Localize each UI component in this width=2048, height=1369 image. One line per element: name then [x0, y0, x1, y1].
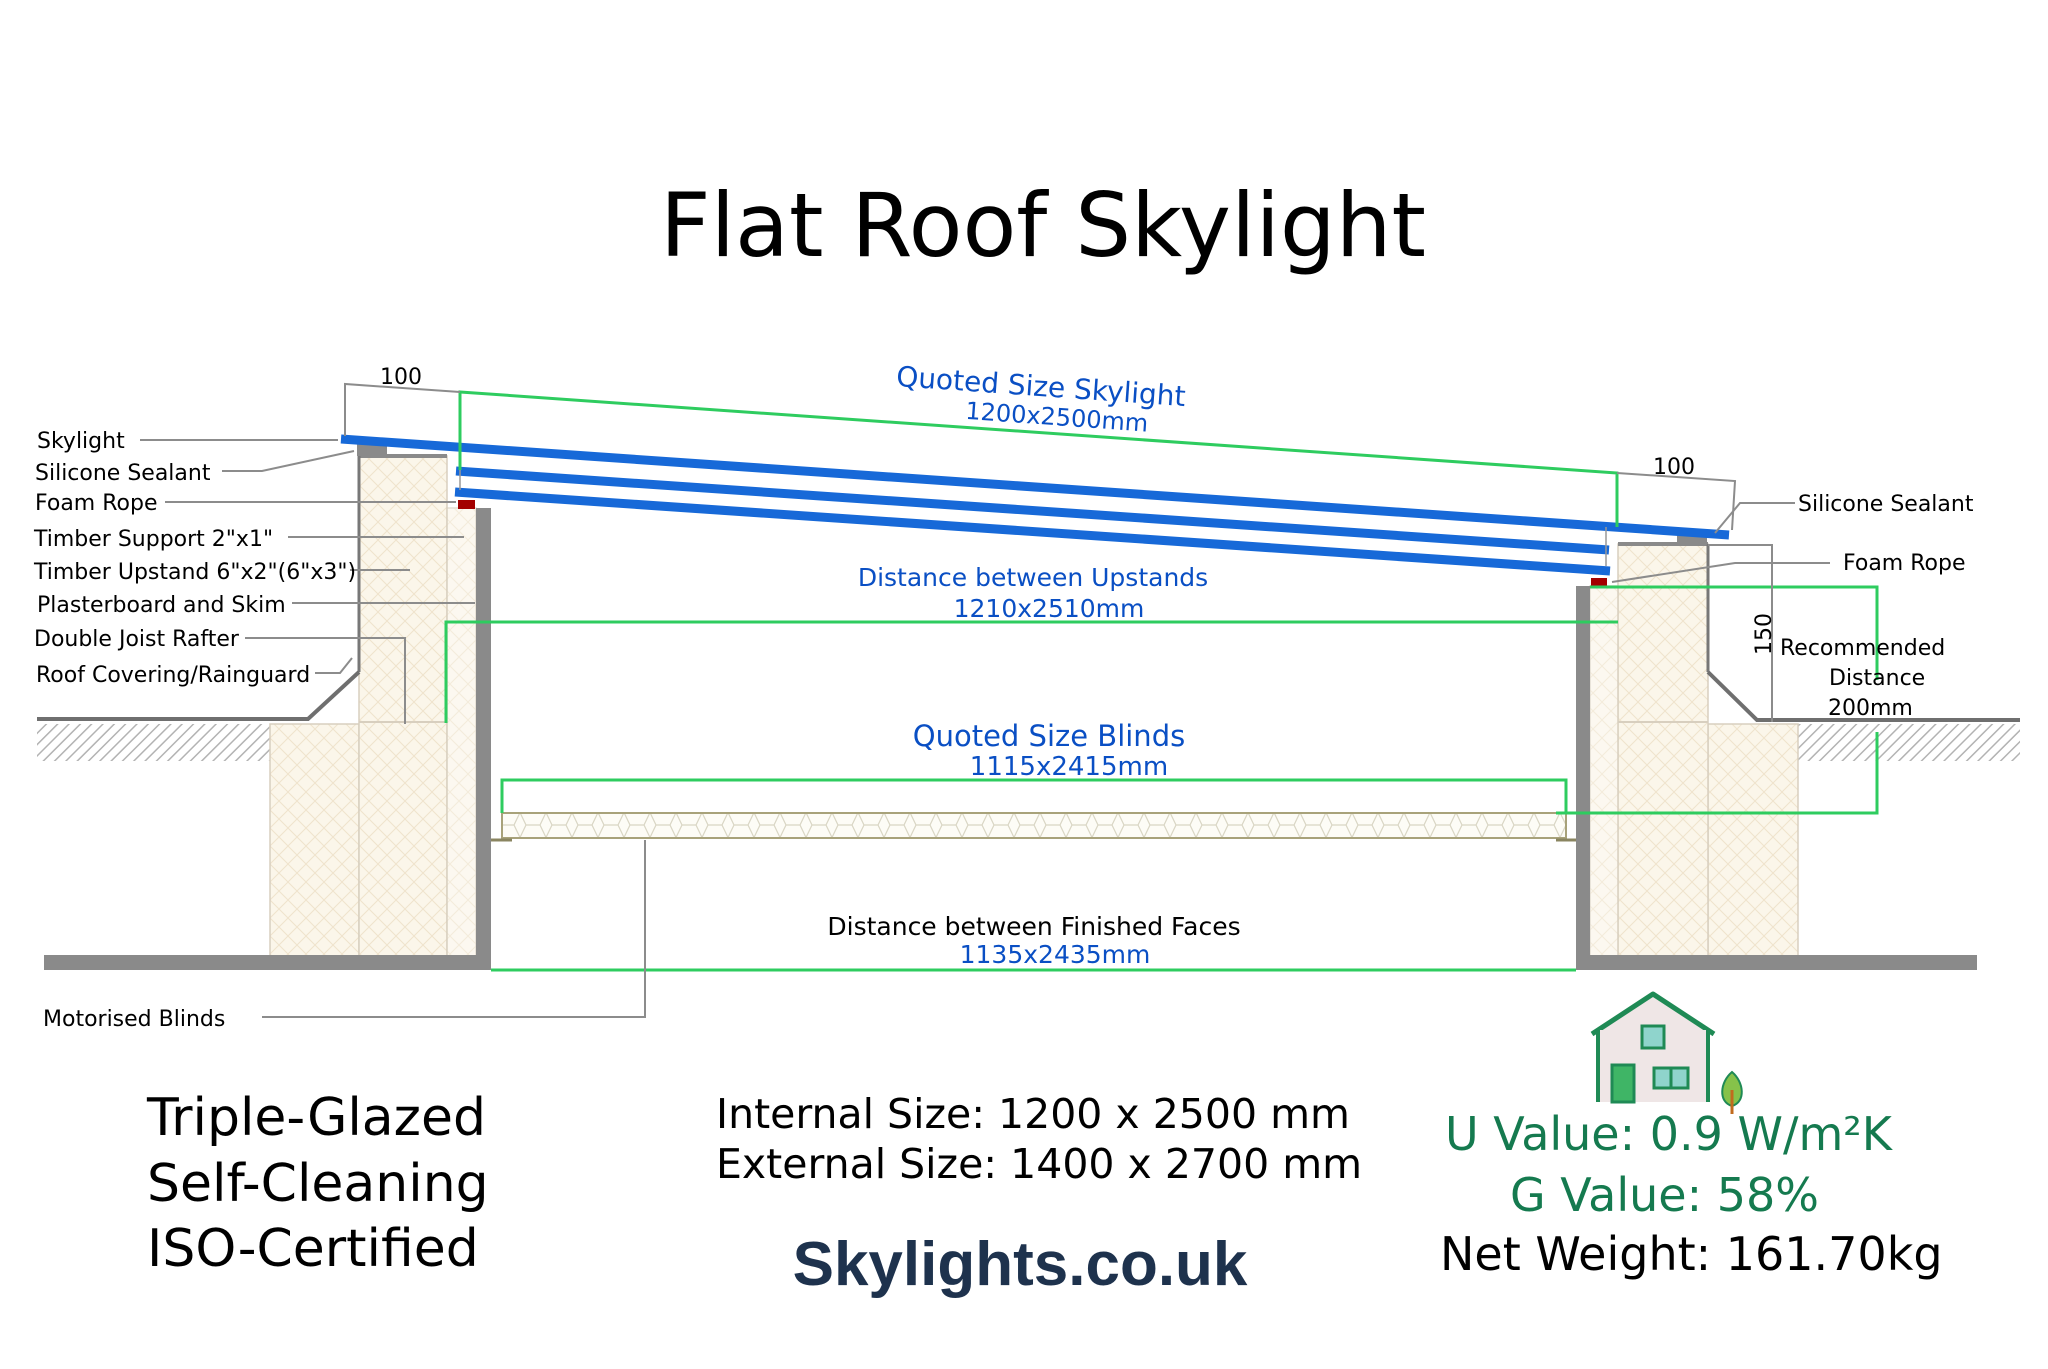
plasterboard-right	[1576, 586, 1590, 970]
label-silicone-sealant-right: Silicone Sealant	[1798, 492, 1974, 517]
dim-finished-faces-label: Distance between Finished Faces	[827, 912, 1240, 941]
label-recommended-3: 200mm	[1828, 696, 1913, 721]
internal-size: Internal Size: 1200 x 2500 mm	[716, 1090, 1350, 1138]
foam-rope-left	[458, 500, 475, 509]
dim-between-upstands-value: 1210x2510mm	[954, 594, 1145, 623]
dim-quoted-blinds-value: 1115x2415mm	[970, 752, 1168, 782]
page-title: Flat Roof Skylight	[660, 174, 1426, 277]
timber-support-right	[1589, 585, 1619, 957]
external-size: External Size: 1400 x 2700 mm	[716, 1140, 1362, 1188]
motorised-blind	[501, 812, 1567, 839]
label-silicone-sealant: Silicone Sealant	[35, 461, 211, 486]
timber-upstand-left	[358, 455, 448, 957]
roof-covering-right	[1706, 670, 2020, 722]
dim-recommended-distance	[1590, 585, 1879, 680]
label-recommended-1: Recommended	[1780, 636, 1945, 661]
dim-overhang-left-value: 100	[380, 365, 422, 390]
label-timber-upstand: Timber Upstand 6"x2"(6"x3")	[33, 560, 356, 585]
ceiling-slab-right	[1576, 955, 1977, 970]
g-value: G Value: 58%	[1510, 1168, 1819, 1222]
label-double-joist-rafter: Double Joist Rafter	[34, 627, 240, 652]
roof-covering-left	[37, 670, 361, 721]
label-recommended-2: Distance	[1829, 666, 1925, 691]
label-plasterboard: Plasterboard and Skim	[37, 593, 286, 618]
dim-quoted-blinds	[500, 778, 1568, 813]
brand-logo[interactable]: Skylights.co.uk	[793, 1230, 1248, 1299]
dim-quoted-skylight	[458, 390, 1619, 527]
dim-between-upstands-label: Distance between Upstands	[858, 563, 1208, 592]
left-labels: Skylight Silicone Sealant Foam Rope Timb…	[33, 429, 356, 1032]
dim-upstand-height-value: 150	[1752, 613, 1777, 655]
feature-iso-certified: ISO-Certified	[147, 1219, 479, 1279]
double-joist-rafter-right	[1707, 723, 1799, 957]
double-joist-rafter-left	[269, 723, 360, 957]
label-foam-rope: Foam Rope	[35, 491, 158, 516]
glass-pane-middle	[455, 466, 1610, 555]
net-weight: Net Weight: 161.70kg	[1440, 1227, 1943, 1281]
foam-rope-right	[1591, 578, 1607, 587]
dim-finished-faces-value: 1135x2435mm	[960, 940, 1151, 969]
silicone-sealant-left	[357, 444, 387, 456]
label-roof-covering: Roof Covering/Rainguard	[36, 663, 310, 688]
feature-triple-glazed: Triple-Glazed	[146, 1088, 486, 1148]
house-tree-icon	[1590, 991, 1743, 1114]
u-value: U Value: 0.9 W/m²K	[1445, 1107, 1894, 1161]
label-skylight: Skylight	[37, 429, 125, 454]
dim-quoted-blinds-label: Quoted Size Blinds	[913, 719, 1185, 753]
plasterboard-left	[476, 508, 491, 968]
glass-pane-inner	[454, 487, 1611, 576]
label-motorised-blinds: Motorised Blinds	[43, 1007, 225, 1032]
ceiling-slab-left	[44, 955, 491, 970]
dim-between-upstands	[444, 620, 1618, 723]
dim-overhang-right-value: 100	[1653, 455, 1695, 480]
timber-upstand-right	[1617, 543, 1709, 957]
label-foam-rope-right: Foam Rope	[1843, 551, 1966, 576]
silicone-sealant-right	[1677, 534, 1707, 545]
glass-pane-outer	[340, 434, 1730, 540]
feature-self-cleaning: Self-Cleaning	[147, 1154, 489, 1214]
label-timber-support: Timber Support 2"x1"	[33, 527, 273, 552]
timber-support-left	[446, 507, 477, 957]
